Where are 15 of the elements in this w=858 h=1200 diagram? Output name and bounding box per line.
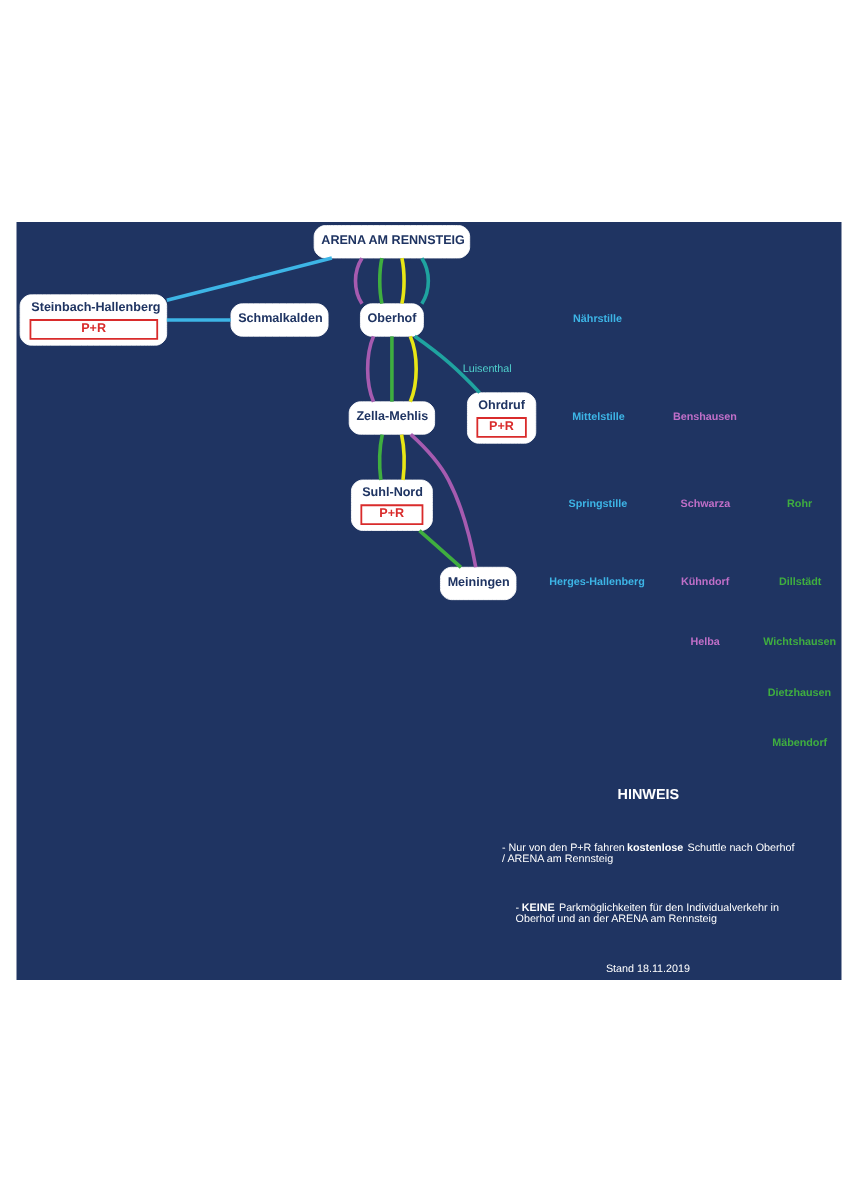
connector xyxy=(166,255,333,302)
connector xyxy=(390,335,394,401)
connector xyxy=(378,433,385,480)
connector xyxy=(413,333,481,393)
connector xyxy=(377,256,384,303)
label: HINWEIS xyxy=(617,784,680,803)
connector xyxy=(400,256,406,303)
connector xyxy=(420,256,431,304)
connector xyxy=(399,433,406,480)
connector xyxy=(408,334,418,402)
connector xyxy=(418,528,463,568)
connector xyxy=(353,256,364,304)
connector xyxy=(166,317,231,321)
connector xyxy=(409,432,478,567)
connector xyxy=(365,334,376,402)
